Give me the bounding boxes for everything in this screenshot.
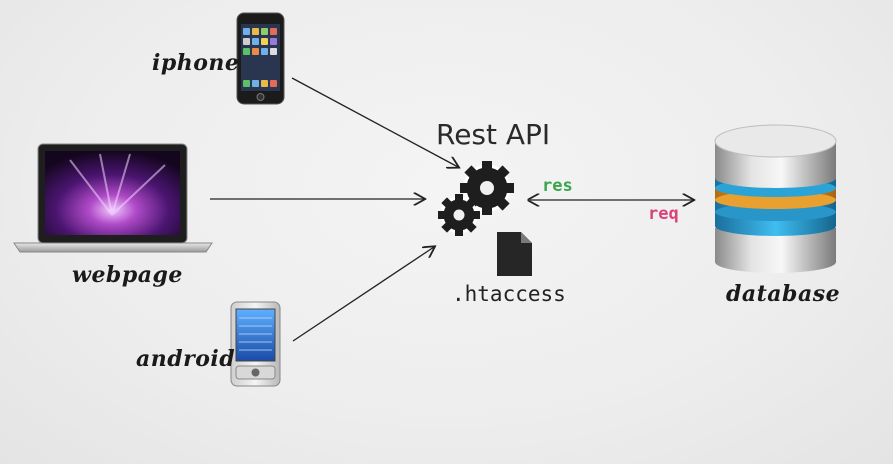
rest-api-title: Rest API [436, 118, 551, 151]
request-label: req [648, 204, 679, 224]
htaccess-label: .htaccess [452, 282, 566, 306]
response-label: res [542, 176, 573, 196]
iphone-label: iphone [152, 50, 240, 76]
android-label: android [136, 346, 236, 372]
database-label: database [726, 281, 841, 307]
iphone-arrow [291, 77, 458, 167]
android-arrow [292, 247, 434, 342]
webpage-label: webpage [72, 262, 183, 288]
